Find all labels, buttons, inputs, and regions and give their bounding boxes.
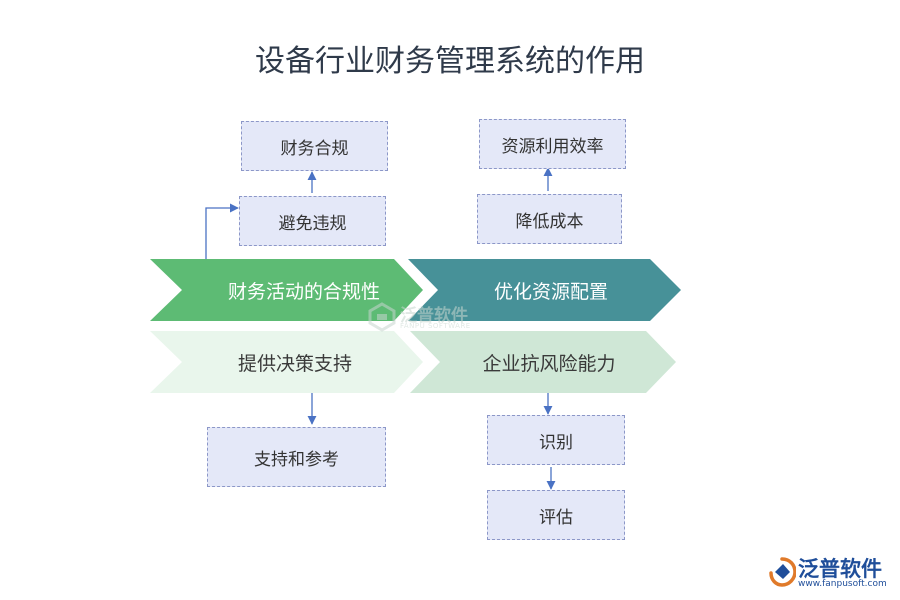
arrow-chevron-to-avoid	[205, 203, 239, 259]
watermark: 泛普软件 FANPU SOFTWARE	[368, 300, 488, 336]
brand-logo-url: www.fanpusoft.com	[798, 579, 887, 589]
box-evaluate: 评估	[487, 490, 625, 540]
diagram-title: 设备行业财务管理系统的作用	[255, 44, 645, 79]
brand-logo: 泛普软件 www.fanpusoft.com	[768, 553, 892, 595]
chevron-label-resource: 优化资源配置	[493, 280, 608, 303]
brand-logo-icon	[769, 557, 796, 587]
chevron-top-right	[408, 259, 681, 321]
chevron-label-compliance: 财务活动的合规性	[227, 280, 380, 303]
brand-logo-name: 泛普软件	[798, 557, 882, 581]
chevron-bottom-left	[150, 331, 423, 393]
chevron-top-left	[150, 259, 423, 321]
watermark-logo-icon	[368, 302, 396, 332]
chevron-bottom-right	[410, 331, 676, 393]
chevron-label-risk: 企业抗风险能力	[482, 352, 616, 375]
box-support-reference: 支持和参考	[207, 427, 386, 487]
watermark-sub: FANPU SOFTWARE	[400, 322, 471, 330]
box-reduce-cost: 降低成本	[477, 194, 622, 244]
watermark-name: 泛普软件	[400, 306, 468, 326]
box-resource-efficiency: 资源利用效率	[479, 119, 626, 169]
box-identify: 识别	[487, 415, 625, 465]
chevron-label-decision: 提供决策支持	[237, 352, 352, 375]
box-compliance: 财务合规	[241, 121, 388, 171]
box-avoid-violation: 避免违规	[239, 196, 386, 246]
